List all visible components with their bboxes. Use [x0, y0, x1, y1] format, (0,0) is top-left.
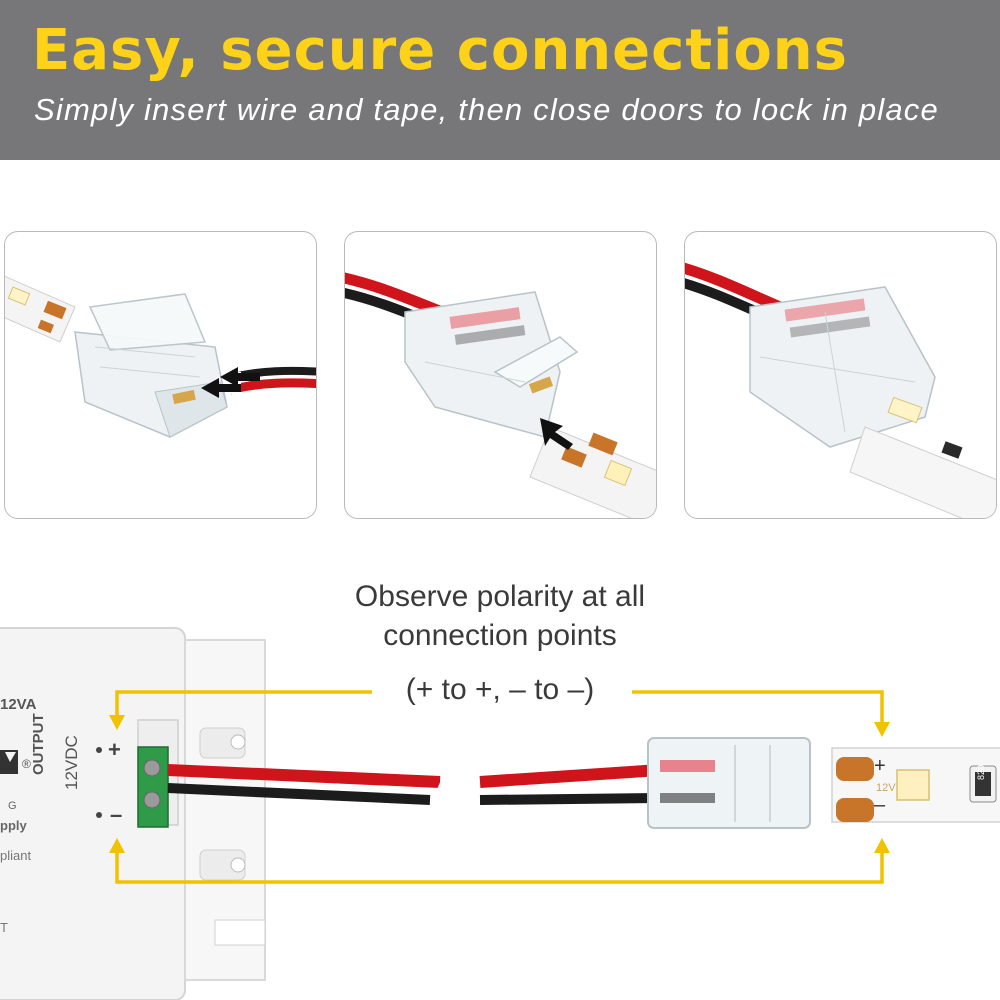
arrow-head-driver-plus: [109, 715, 125, 730]
arrow-head-driver-minus: [109, 838, 125, 853]
tape-resistor-label: 820: [976, 764, 986, 780]
connection-diagram: [0, 627, 1000, 1000]
step-3-illustration: [685, 262, 996, 518]
driver-registered-mark: ®: [22, 757, 31, 771]
driver-voltage-label: 12VDC: [62, 735, 81, 790]
step-1-illustration: [5, 275, 316, 438]
led-tape: [831, 747, 1000, 823]
page-title: Easy, secure connections: [32, 18, 848, 83]
step-1-panel: [4, 231, 317, 519]
polarity-note-line2: connection points: [383, 619, 617, 652]
driver-compliant-label: pliant: [0, 848, 32, 863]
driver-rating-label: 12VA: [0, 696, 37, 713]
driver-plus-label: +: [108, 737, 121, 762]
tape-plus-label: +: [874, 755, 886, 777]
polarity-arrows: [115, 690, 884, 884]
polarity-note-line3: (+ to +, – to –): [405, 673, 595, 706]
page-subtitle: Simply insert wire and tape, then close …: [34, 92, 939, 127]
power-supply: [0, 627, 266, 1000]
driver-output-label: OUTPUT: [30, 713, 47, 775]
arrow-head-tape-minus: [874, 838, 890, 853]
tape-voltage-label: 12V: [876, 782, 896, 794]
driver-minus-label: –: [110, 802, 123, 827]
driver-t-label: T: [0, 920, 8, 935]
driver-g-label: G: [8, 800, 17, 812]
step-3-panel: [684, 231, 997, 519]
driver-supply-label: pply: [0, 818, 27, 833]
wires: [167, 760, 661, 805]
tape-minus-label: –: [874, 794, 886, 816]
step-2-panel: [344, 231, 657, 519]
arrow-head-tape-plus: [874, 722, 890, 737]
header-banner: Easy, secure connections Simply insert w…: [0, 0, 1000, 160]
step-2-illustration: [345, 272, 656, 518]
polarity-note-line1: Observe polarity at all: [354, 580, 646, 613]
tape-connector: [647, 737, 811, 829]
